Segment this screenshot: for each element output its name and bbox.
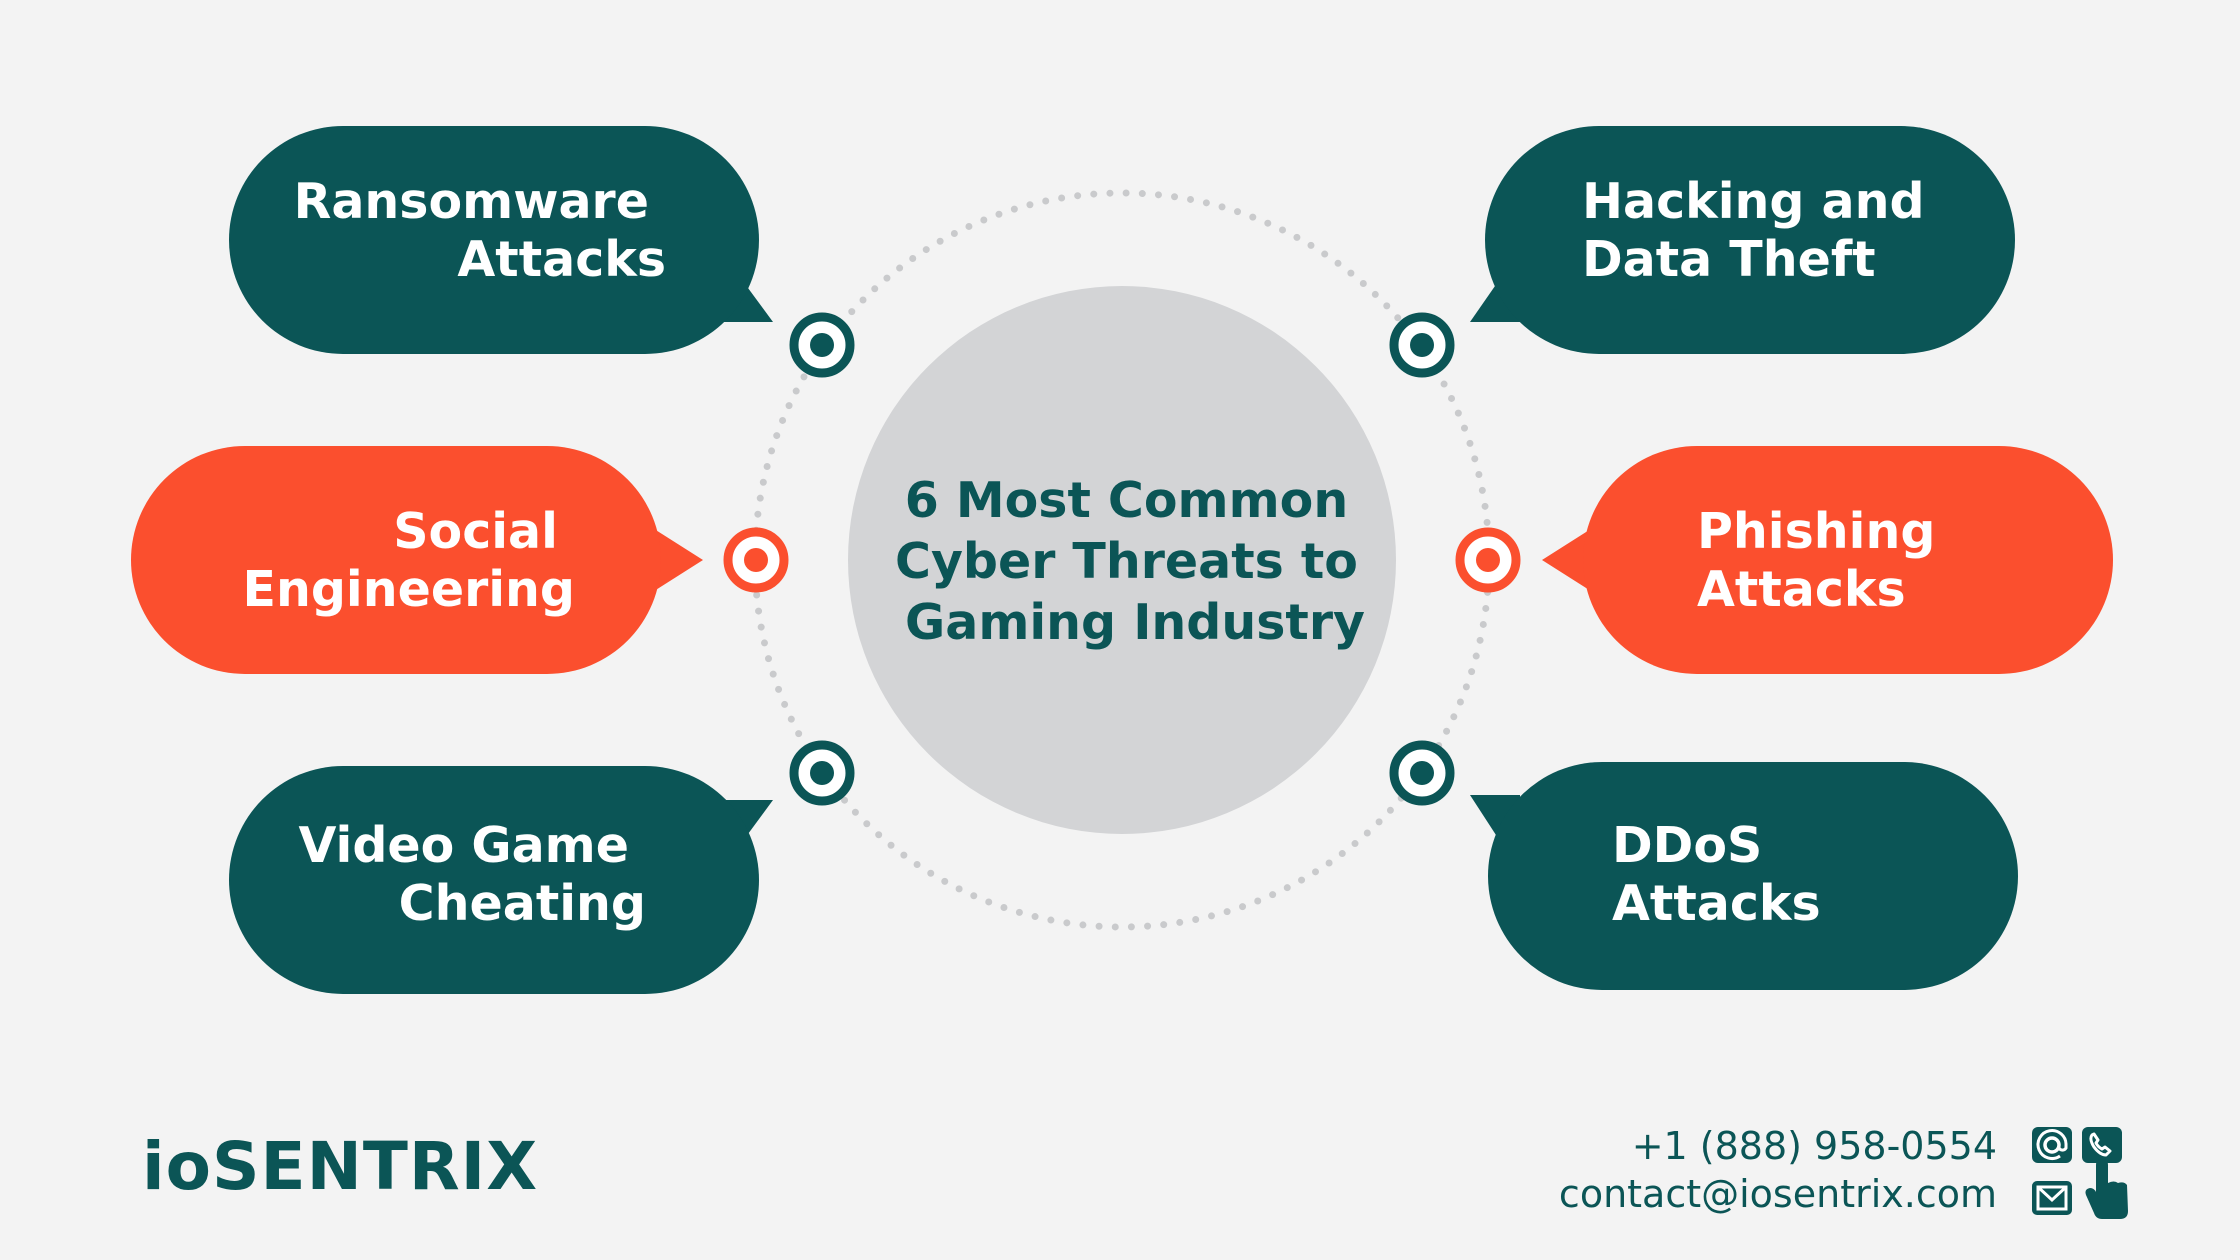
brand-logo: ioSENTRIX bbox=[142, 1128, 539, 1205]
bubble bbox=[1583, 446, 2113, 674]
threat-ransomware: Ransomware Attacks bbox=[229, 126, 773, 354]
bubble bbox=[1485, 126, 2015, 354]
bubble-label: Social Engineering bbox=[243, 503, 576, 618]
target-marker-cheating bbox=[789, 740, 855, 806]
bubble bbox=[229, 766, 759, 994]
target-marker-ransomware bbox=[789, 312, 855, 378]
threat-ddos: DDoS Attacks bbox=[1470, 762, 2018, 990]
threat-social: Social Engineering bbox=[131, 446, 703, 674]
bubble-label: Phishing Attacks bbox=[1697, 503, 1952, 618]
email-address[interactable]: contact@iosentrix.com bbox=[1558, 1172, 1997, 1216]
center-title-line-1: 6 Most Common bbox=[905, 472, 1349, 529]
mail-icon bbox=[2032, 1181, 2072, 1215]
target-marker-social bbox=[723, 527, 789, 593]
bubble-label: Hacking and Data Theft bbox=[1582, 173, 1942, 288]
bubble bbox=[131, 446, 661, 674]
bubble-label: Ransomware Attacks bbox=[294, 173, 666, 288]
center-title-line-3: Gaming Industry bbox=[905, 594, 1365, 651]
target-marker-phishing bbox=[1455, 527, 1521, 593]
threat-hacking: Hacking and Data Theft bbox=[1470, 126, 2015, 354]
phone-number[interactable]: +1 (888) 958-0554 bbox=[1631, 1124, 1997, 1168]
pointer-hand-icon bbox=[2085, 1159, 2128, 1219]
bubble-label: Video Game Cheating bbox=[298, 817, 646, 932]
bubble bbox=[1488, 762, 2018, 990]
center-title-line-2: Cyber Threats to bbox=[895, 533, 1358, 590]
center-circle bbox=[848, 286, 1396, 834]
center-title: 6 Most Common Cyber Threats to Gaming In… bbox=[895, 472, 1375, 651]
threat-cheating: Video Game Cheating bbox=[229, 766, 773, 994]
target-marker-ddos bbox=[1389, 740, 1455, 806]
at-sign-icon bbox=[2032, 1127, 2072, 1163]
phone-icon bbox=[2082, 1127, 2122, 1163]
threat-phishing: Phishing Attacks bbox=[1542, 446, 2113, 674]
target-marker-hacking bbox=[1389, 312, 1455, 378]
bubble-label: DDoS Attacks bbox=[1612, 817, 1821, 932]
contact-icons bbox=[2032, 1127, 2128, 1219]
contact-info: +1 (888) 958-0554 contact@iosentrix.com bbox=[1559, 1122, 1997, 1218]
bubble bbox=[229, 126, 759, 354]
